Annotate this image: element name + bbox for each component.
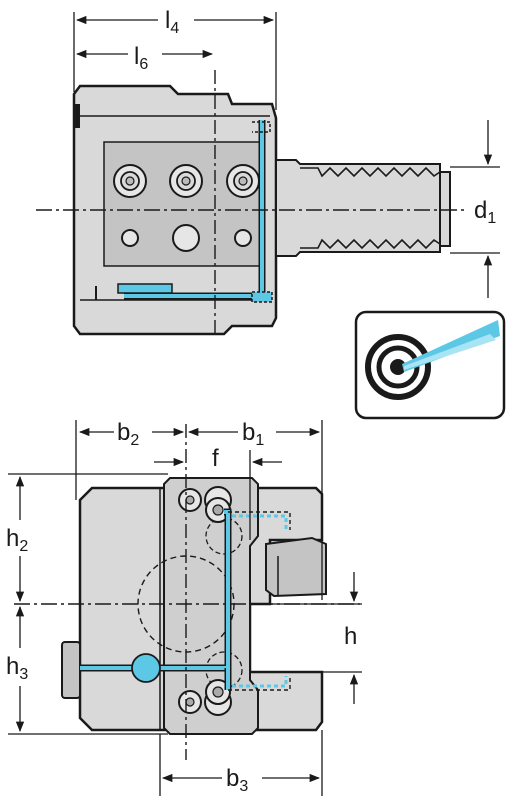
dim-l6: l6 [75, 43, 214, 73]
threaded-shank [275, 159, 451, 257]
label-b2: b2 [117, 419, 139, 449]
dim-b2: b2 [75, 419, 185, 500]
label-l4: l4 [165, 7, 179, 37]
front-view: b2 b1 f h2 h3 [6, 419, 362, 796]
label-h3: h3 [6, 653, 28, 683]
dim-h2: h2 [6, 473, 168, 603]
coolant-channel-front [80, 508, 291, 691]
coolant-channel-top [95, 120, 273, 303]
side-plug [61, 641, 81, 699]
dim-h: h [262, 572, 362, 704]
label-l6: l6 [134, 43, 148, 73]
screw-holes-row-1 [113, 164, 260, 198]
label-f: f [212, 445, 219, 472]
dim-l4: l4 [73, 7, 277, 110]
coolant-symbol-icon [354, 310, 506, 420]
label-h2: h2 [6, 525, 28, 555]
label-b3: b3 [226, 765, 248, 795]
screw-heads-bottom [178, 679, 232, 716]
label-h: h [344, 623, 357, 650]
dim-f: f [154, 445, 282, 540]
dim-b3: b3 [159, 730, 323, 796]
clamping-insert [265, 536, 327, 598]
dim-h3: h3 [6, 605, 168, 735]
screw-heads-top [178, 486, 232, 523]
screw-holes-row-2 [121, 224, 252, 252]
dim-b1: b1 [187, 419, 323, 600]
label-d1: d1 [474, 197, 496, 227]
dim-d1: d1 [450, 120, 500, 298]
top-view: l4 l6 d1 [36, 7, 500, 338]
label-b1: b1 [242, 419, 264, 449]
